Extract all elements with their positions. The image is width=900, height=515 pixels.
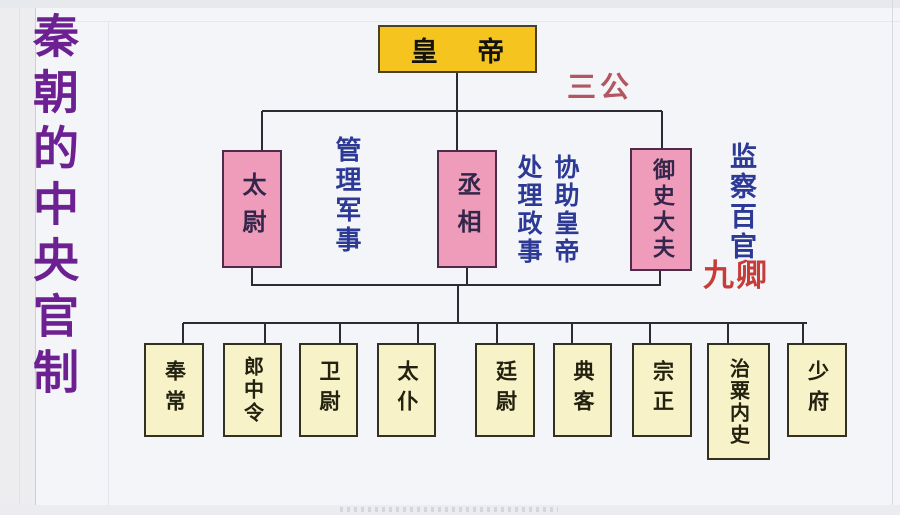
left-guide-line [19,8,20,515]
minister-label: 廷尉 [493,360,518,420]
minister-box-langzhongling: 郎中令 [223,343,282,437]
emperor-label: 皇 帝 [410,36,505,68]
minister-label: 典客 [571,360,595,420]
minister-label: 太仆 [395,360,419,420]
official-box-chengxiang: 丞相 [437,150,497,268]
page-title: 秦朝的中央官制 [26,12,80,404]
bottom-scan-band [0,505,900,515]
minister-box-dianke: 典客 [553,343,612,437]
minister-label: 郎中令 [240,355,265,425]
official-box-taiwei: 太尉 [222,150,282,268]
minister-box-weiwei: 卫尉 [299,343,358,437]
minister-box-zongzheng: 宗正 [632,343,692,437]
top-rule-line [0,21,900,22]
minister-label: 卫尉 [317,360,341,420]
minister-box-fengchang: 奉常 [144,343,204,437]
title-guide-line [108,22,109,515]
note-supervise-officials: 监察百官 [725,142,756,262]
yushidafu-label: 御史大夫 [649,157,674,262]
note-manage-military: 管理军事 [331,136,361,256]
minister-label: 少府 [805,360,830,420]
cropped-caption-remnant [340,507,558,512]
left-margin-strip [0,8,36,515]
chengxiang-label: 丞相 [453,172,481,246]
minister-label: 治粟内史 [726,357,751,446]
right-edge-line [892,0,893,515]
san-gong-label: 三公 [567,70,634,104]
note-handle-affairs: 处理政事 [514,154,543,266]
emperor-box: 皇 帝 [378,25,537,73]
taiwei-label: 太尉 [238,172,266,246]
minister-box-tingwei: 廷尉 [475,343,535,437]
jiu-qing-label: 九卿 [703,258,769,294]
official-box-yushidafu: 御史大夫 [630,148,692,271]
minister-label: 宗正 [650,360,675,420]
minister-box-zhisuneishi: 治粟内史 [707,343,770,460]
minister-label: 奉常 [162,360,187,420]
top-scan-band [0,0,900,8]
note-assist-emperor: 协助皇帝 [551,154,580,266]
minister-box-taipu: 太仆 [377,343,436,437]
minister-box-shaofu: 少府 [787,343,847,437]
